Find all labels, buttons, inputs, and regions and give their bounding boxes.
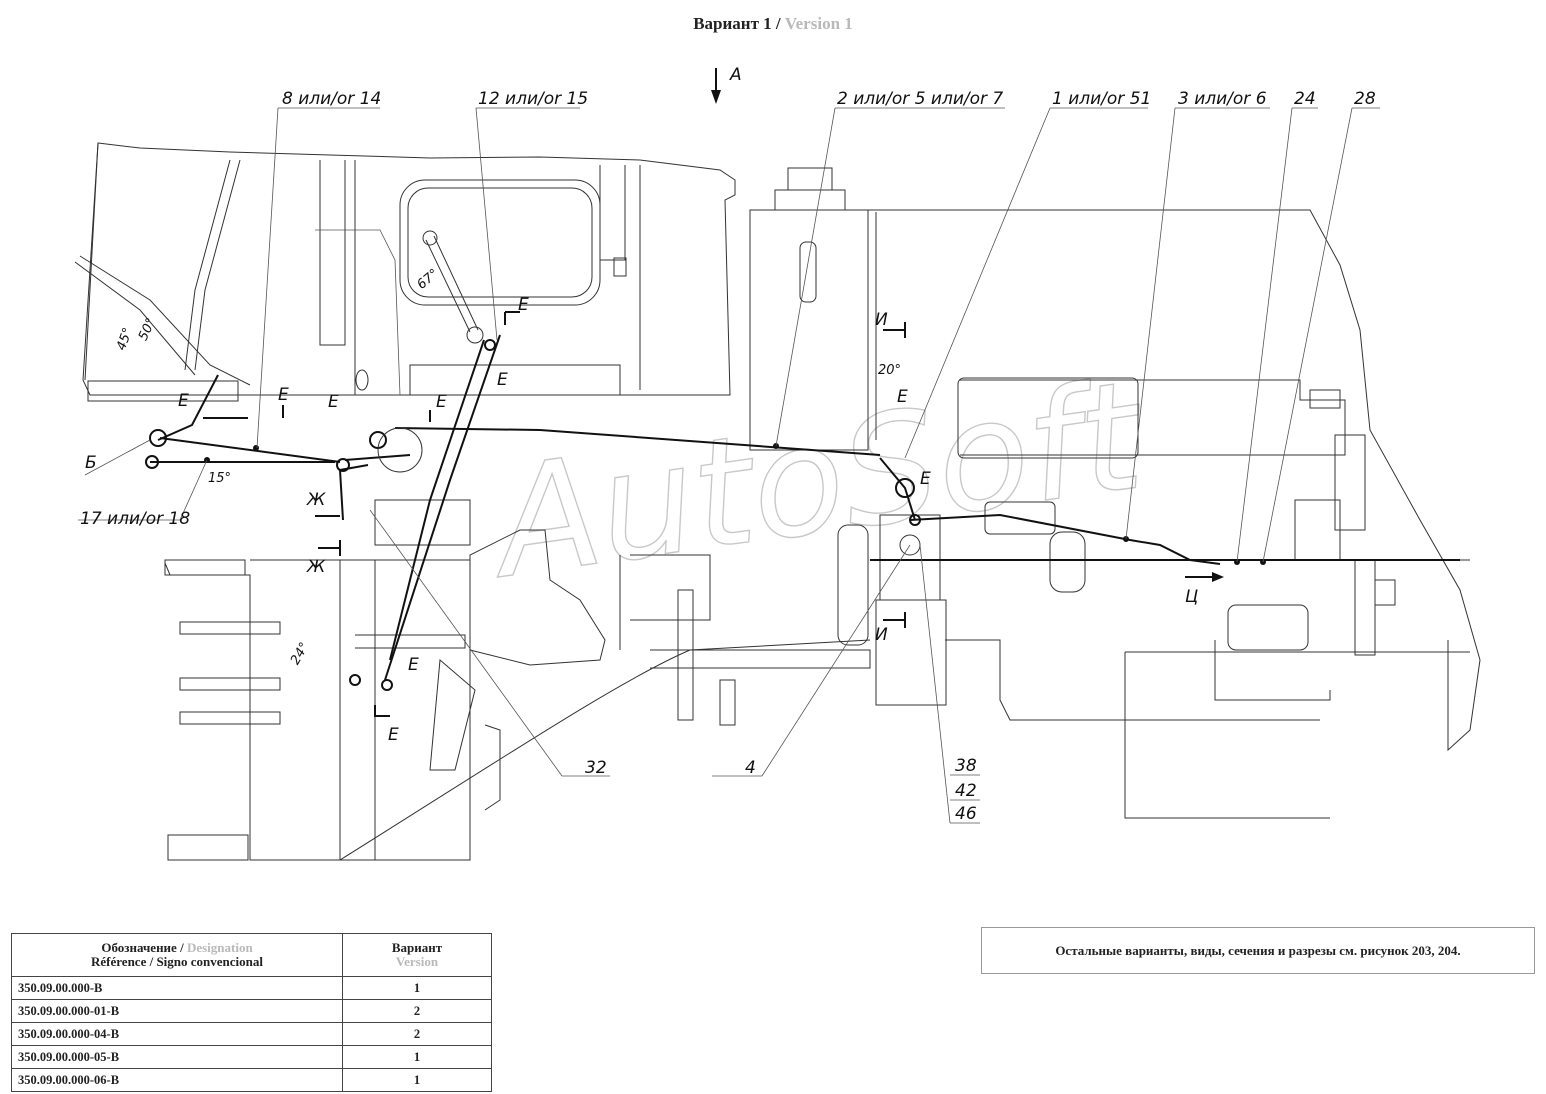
section-e-7: Е [897,387,908,407]
callout-8-or-14: 8 или/or 14 [282,89,381,109]
tank-block [749,167,1481,752]
row-designation: 350.09.00.000-В [11,976,343,1000]
row-version: 1 [342,1045,492,1069]
center-frame [619,514,947,726]
row-version: 1 [342,976,492,1000]
row-designation: 350.09.00.000-05-В [11,1045,343,1069]
angle-20: 20° [878,363,901,378]
callout-b: Б [85,453,97,473]
table-row: 350.09.00.000-06-В 1 [11,1068,492,1092]
callout-12-or-15: 12 или/or 15 [478,89,588,109]
callout-1-or-51: 1 или/or 51 [1052,89,1151,109]
section-e-3: Е [278,385,289,405]
callout-2-5-7: 2 или/or 5 или/or 7 [837,89,1003,109]
section-zh-1: Ж [306,490,326,510]
reference-note: Остальные варианты, виды, сечения и разр… [981,927,1535,974]
section-e-1: Е [518,295,529,315]
section-i-2: И [875,625,888,645]
section-zh-2: Ж [306,557,326,577]
row-designation: 350.09.00.000-06-В [11,1068,343,1092]
chassis-right [945,377,1470,819]
callout-46: 46 [955,804,977,824]
cab-outline [74,142,736,402]
section-e-8: Е [920,469,931,489]
angle-50: 50° [136,316,159,343]
callout-4: 4 [745,758,756,778]
designation-table: Обозначение / Designation Référence / Si… [11,933,492,1092]
header-designation-ru: Обозначение / [101,940,187,955]
table-row: 350.09.00.000-05-В 1 [11,1045,492,1069]
header-version-en: Version [395,954,439,969]
drawing-title: Вариант 1 / Version 1 [0,14,1546,34]
angle-15: 15° [208,471,231,486]
header-designation-fr-es: Référence / Signo convencional [91,954,263,969]
table-header-designation: Обозначение / Designation Référence / Si… [11,933,343,977]
section-e-5: Е [436,392,447,412]
section-ts: Ц [1185,587,1198,607]
row-designation: 350.09.00.000-04-В [11,1022,343,1046]
section-e-9: Е [408,655,419,675]
section-e-2: Е [497,370,508,390]
hand-lever [425,235,479,333]
title-version: Version 1 [784,14,853,33]
section-e-6: Е [178,391,189,411]
section-i-1: И [875,310,888,330]
callout-a: А [729,65,742,85]
callout-32: 32 [585,758,607,778]
angle-24: 24° [288,640,313,667]
leader-lines [78,107,1380,824]
section-e-4: Е [328,392,339,412]
callout-24: 24 [1294,89,1316,109]
callout-42: 42 [955,781,977,801]
table-row: 350.09.00.000-01-В 2 [11,999,492,1023]
callout-3-or-6: 3 или/or 6 [1178,89,1267,109]
row-version: 2 [342,999,492,1023]
header-version-ru: Вариант [391,940,443,955]
table-header-version: Вариант Version [342,933,492,977]
row-version: 1 [342,1068,492,1092]
linkage-rods [150,334,1460,681]
table-row: 350.09.00.000-04-В 2 [11,1022,492,1046]
angle-45: 45° [114,326,136,353]
transmission-block [164,499,871,861]
section-arrows [282,311,1224,717]
technical-drawing: AutoSoft [74,65,1481,861]
table-row: 350.09.00.000-В 1 [11,976,492,1000]
callout-28: 28 [1354,89,1376,109]
row-designation: 350.09.00.000-01-В [11,999,343,1023]
callout-38: 38 [955,756,977,776]
view-arrow-a [711,68,721,104]
section-e-10: Е [388,725,399,745]
header-designation-en: Designation [186,940,253,955]
title-main: Вариант 1 / [693,14,785,33]
callout-17-or-18: 17 или/or 18 [80,509,190,529]
watermark-text: AutoSoft [478,349,1156,613]
angle-67: 67° [414,266,441,292]
row-version: 2 [342,1022,492,1046]
